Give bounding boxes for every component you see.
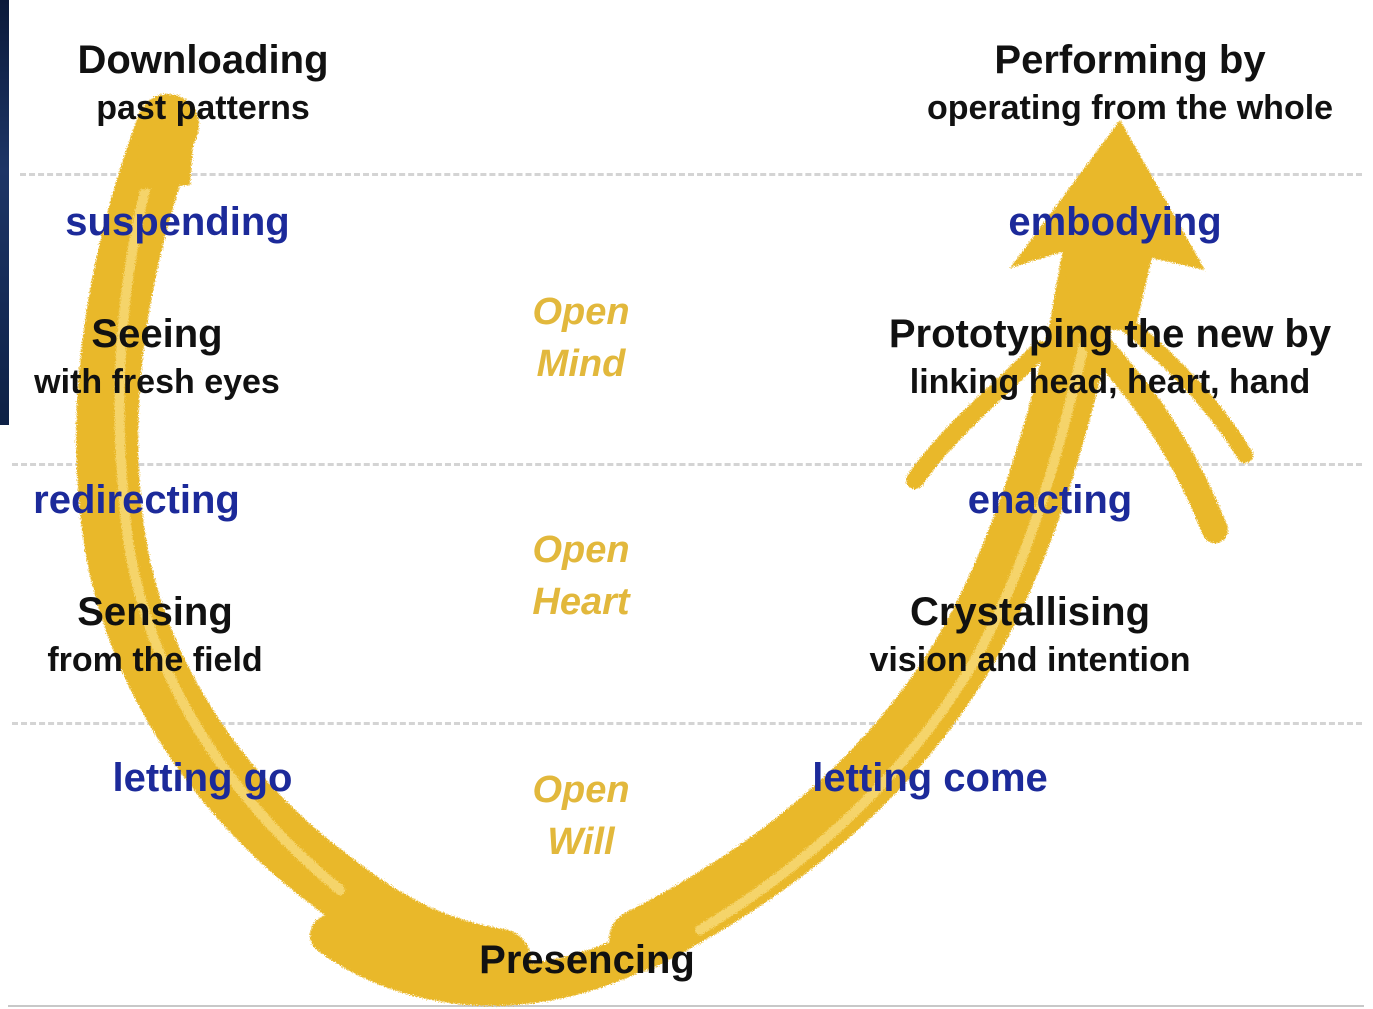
u-curve-right-highlight: [695, 335, 1090, 935]
level-divider-middle: [12, 463, 1362, 466]
stage-performing-subtitle: operating from the whole: [926, 89, 1334, 127]
stage-downloading-subtitle: past patterns: [96, 89, 310, 127]
u-curve-left-stroke: [76, 94, 531, 991]
action-enacting: enacting: [967, 478, 1133, 522]
u-curve-left-highlight: [114, 165, 345, 895]
stage-seeing-subtitle: with fresh eyes: [34, 363, 280, 401]
stage-crystallising: Crystallising vision and intention: [840, 588, 1220, 681]
open-heart-label: Open Heart: [500, 528, 662, 625]
stage-presencing: Presencing: [479, 938, 695, 982]
u-curve-right-stroke: [609, 159, 1141, 971]
background-edge-strip: [0, 0, 9, 425]
level-divider-bottom: [12, 722, 1362, 725]
action-embodying: embodying: [1008, 200, 1222, 244]
stage-crystallising-subtitle: vision and intention: [869, 641, 1191, 679]
level-divider-top: [20, 173, 1362, 176]
open-mind-line-2: Mind: [536, 342, 626, 385]
baseline-rule: [8, 1005, 1364, 1007]
stage-prototyping-subtitle: linking head, heart, hand: [909, 363, 1311, 401]
stage-seeing-title: Seeing: [91, 312, 223, 356]
stage-seeing: Seeing with fresh eyes: [12, 310, 302, 403]
action-letting-come: letting come: [812, 756, 1048, 800]
action-redirecting: redirecting: [33, 478, 240, 522]
open-will-line-2: Will: [547, 820, 615, 863]
stage-sensing: Sensing from the field: [25, 588, 285, 681]
stage-prototyping-title: Prototyping the new by: [888, 312, 1332, 356]
open-heart-line-1: Open: [532, 529, 630, 571]
stage-downloading: Downloading past patterns: [63, 36, 343, 129]
open-will-label: Open Will: [500, 768, 662, 865]
u-curve-tail-3: [906, 341, 1049, 489]
stage-performing: Performing by operating from the whole: [900, 36, 1360, 129]
stage-downloading-title: Downloading: [77, 38, 329, 82]
u-curve-arrowhead: [1010, 120, 1205, 330]
open-mind-line-1: Open: [532, 291, 630, 333]
action-suspending: suspending: [65, 200, 290, 244]
open-heart-line-2: Heart: [532, 580, 630, 623]
stage-prototyping: Prototyping the new by linking head, hea…: [880, 310, 1340, 403]
u-curve-tail-1: [1072, 317, 1228, 543]
stage-crystallising-title: Crystallising: [909, 590, 1151, 634]
stage-performing-title: Performing by: [994, 38, 1266, 82]
stage-sensing-title: Sensing: [77, 590, 233, 634]
open-mind-label: Open Mind: [500, 290, 662, 387]
u-curve-bottom-stroke: [310, 915, 660, 1006]
stage-sensing-subtitle: from the field: [47, 641, 263, 679]
u-curve-start-cap: [135, 118, 195, 190]
open-will-line-1: Open: [532, 769, 630, 811]
action-letting-go: letting go: [112, 756, 293, 800]
